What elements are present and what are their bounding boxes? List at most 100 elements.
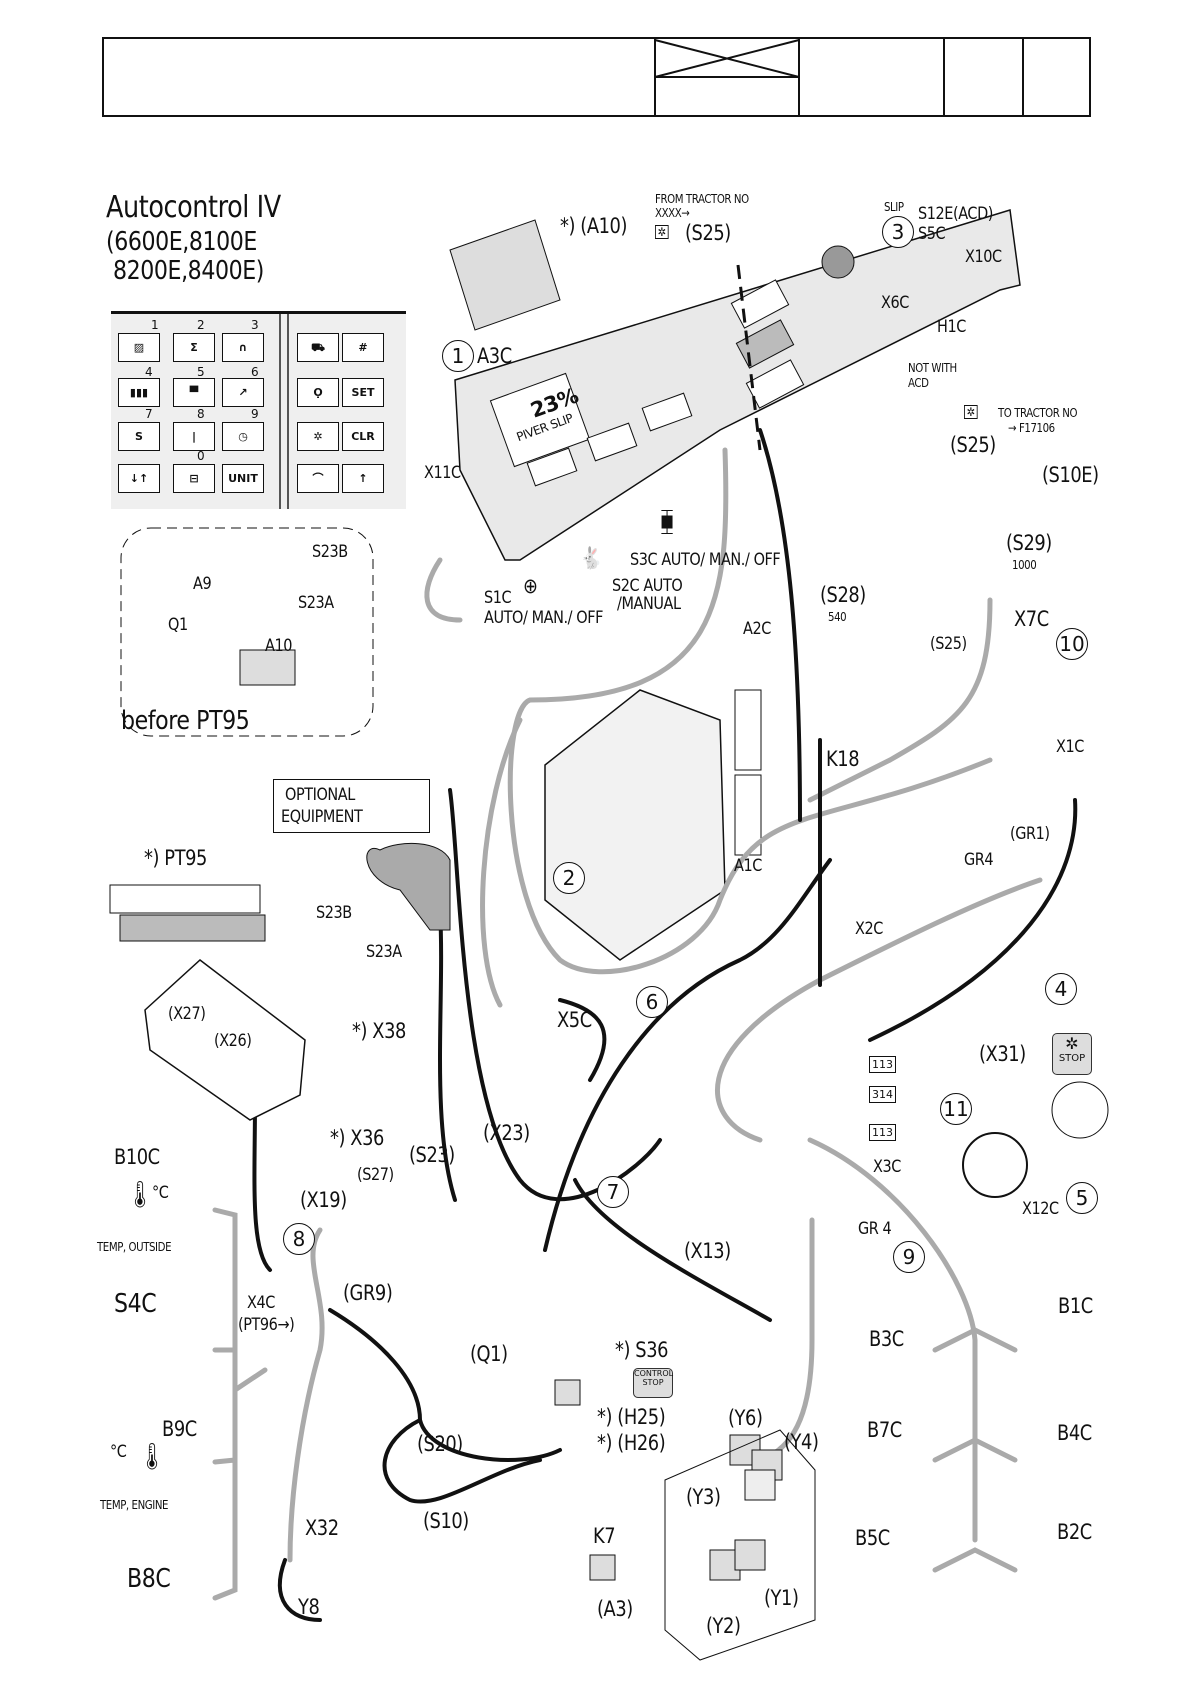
label-s20: (S20) — [417, 1432, 463, 1456]
label-y2: (Y2) — [706, 1614, 741, 1638]
key-number: 2 — [197, 318, 205, 332]
label-b5c: B5C — [855, 1526, 890, 1550]
callout-11: 11 — [940, 1093, 972, 1125]
implement-key-icon: ▀ — [173, 378, 215, 407]
label-gr1: (GR1) — [1010, 824, 1050, 844]
label-s1c-2: AUTO/ MAN./ OFF — [484, 608, 603, 628]
key-number: 5 — [197, 365, 205, 379]
key-number: 6 — [251, 365, 259, 379]
battery-key-icon: ⊟ — [173, 464, 215, 493]
label-pt95: *) PT95 — [144, 846, 207, 870]
label-y1: (Y1) — [764, 1586, 799, 1610]
label-y4: (Y4) — [784, 1430, 819, 1454]
label-slip: SLIP — [884, 200, 904, 214]
total-area-key-icon: Σ — [173, 333, 215, 362]
set-key: SET — [342, 378, 384, 407]
4wd-icon: ⧯ — [660, 506, 674, 536]
label-temp-engine: TEMP, ENGINE — [100, 1498, 169, 1512]
label-s12e: S12E(ACD) — [918, 204, 993, 224]
label-s1c-1: S1C — [484, 588, 512, 608]
label-s23: (S23) — [409, 1143, 455, 1167]
label-x12c: X12C — [1022, 1199, 1059, 1219]
label-x3c: X3C — [873, 1157, 901, 1177]
label-gr4-top: GR4 — [964, 850, 994, 870]
hare-icon: 🐇 — [580, 546, 602, 570]
area-key-icon: ▨ — [118, 333, 160, 362]
pto-icon: ✲ — [964, 405, 978, 419]
label-s29-value: 1000 — [1012, 558, 1037, 572]
label-h25: *) (H25) — [597, 1405, 666, 1429]
label-x13: (X13) — [684, 1239, 731, 1263]
diagram-title: Autocontrol IV — [106, 190, 281, 225]
model-list-2: 8200E,8400E) — [113, 256, 264, 286]
callout-10: 10 — [1056, 628, 1088, 660]
ecu-box — [544, 689, 726, 961]
label-h1c: H1C — [937, 317, 966, 337]
wheel-rev-key-icon: Ọ — [297, 378, 339, 407]
label-x10c: X10C — [965, 247, 1002, 267]
label-a1c: A1C — [734, 856, 762, 876]
label-b8c: B8C — [127, 1564, 171, 1594]
label-x2c: X2C — [855, 919, 883, 939]
label-gr4: GR 4 — [858, 1219, 892, 1239]
label-s3c: S3C AUTO/ MAN./ OFF — [630, 550, 781, 570]
callout-7: 7 — [597, 1176, 629, 1208]
control-stop-line2: STOP — [642, 1378, 664, 1387]
slip-key-icon: S — [118, 422, 160, 451]
label-x1c: X1C — [1056, 737, 1084, 757]
label-b3c: B3C — [869, 1327, 904, 1351]
label-y6: (Y6) — [728, 1406, 763, 1430]
label-k7: K7 — [593, 1524, 616, 1548]
label-s25-low: (S25) — [930, 634, 967, 654]
label-a10-optional: *) (A10) — [560, 214, 628, 238]
key-number: 8 — [197, 407, 205, 421]
key-number: 1 — [151, 318, 159, 332]
wire-314: 314 — [869, 1086, 896, 1103]
wire-113: 113 — [869, 1124, 896, 1141]
label-s23a: S23A — [366, 942, 402, 962]
label-q1: (Q1) — [470, 1342, 508, 1366]
keypad-divider — [279, 314, 289, 509]
label-to-tractor: TO TRACTOR NO — [998, 406, 1078, 420]
stop-label: STOP — [1058, 1053, 1086, 1064]
callout-3: 3 — [882, 216, 914, 248]
key-number: 0 — [197, 449, 205, 463]
callout-6: 6 — [636, 986, 668, 1018]
label-not-with: NOT WITH — [908, 361, 957, 375]
diff-lock-icon: ⊕ — [523, 574, 538, 598]
stop-button-icon: ✲STOP — [1052, 1033, 1092, 1075]
label-s5c: S5C — [918, 224, 946, 244]
pto-key-icon: ✲ — [297, 422, 339, 451]
label-acd: ACD — [908, 376, 929, 390]
label-to-tractor-no: → F17106 — [1008, 421, 1055, 435]
unit-key: UNIT — [222, 464, 264, 493]
clr-key: CLR — [342, 422, 384, 451]
key-number: 9 — [251, 407, 259, 421]
label-from-tractor-no: XXXX→ — [655, 206, 690, 220]
degree-c-engine: °C — [110, 1442, 127, 1462]
key-number: 4 — [145, 365, 153, 379]
label-s29: (S29) — [1006, 531, 1052, 555]
label-s28-value: 540 — [828, 610, 847, 624]
control-stop-line1: CONTROL — [634, 1369, 674, 1378]
label-x23: (X23) — [483, 1121, 530, 1145]
label-s10: (S10) — [423, 1509, 469, 1533]
label-y3: (Y3) — [686, 1485, 721, 1509]
label-s27: (S27) — [357, 1165, 394, 1185]
label-optional-1: OPTIONAL — [285, 785, 355, 805]
label-from-tractor: FROM TRACTOR NO — [655, 192, 749, 206]
label-s4c: S4C — [114, 1289, 157, 1319]
pto-icon: ✲ — [655, 225, 669, 239]
depth-key-icon: | — [173, 422, 215, 451]
model-list-1: (6600E,8100E — [106, 227, 257, 257]
key-number: 3 — [251, 318, 259, 332]
up-down-key-icon: ↓↑ — [118, 464, 160, 493]
label-b1c: B1C — [1058, 1294, 1093, 1318]
label-s25-top: (S25) — [685, 221, 731, 245]
clock-key-icon: ◷ — [222, 422, 264, 451]
label-a3c: A3C — [477, 344, 512, 368]
label-s25-mid: (S25) — [950, 433, 996, 457]
